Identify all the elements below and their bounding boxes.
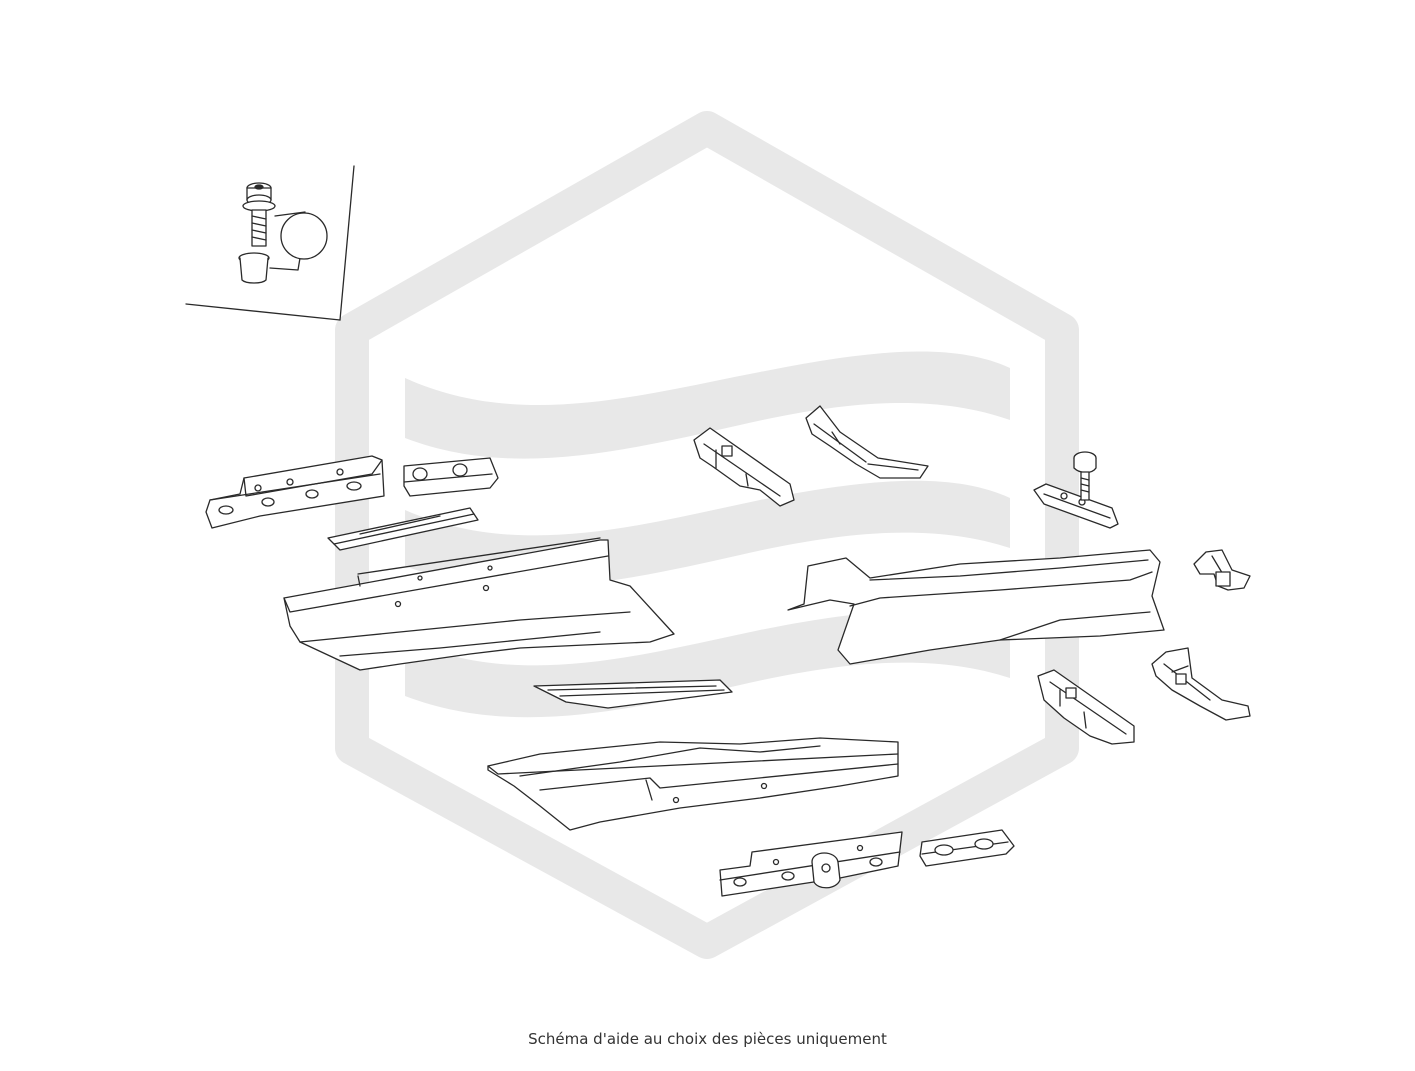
crossmember-bracket-left: [693, 427, 795, 507]
left-sill-bracket-short: [403, 457, 499, 497]
left-floor-panel: [283, 537, 675, 671]
inset-fastener-detail: [185, 165, 355, 321]
caption: Schéma d'aide au choix des pièces unique…: [528, 1030, 887, 1048]
crossmember-bracket-right: [805, 405, 929, 479]
left-sill-bracket-long: [205, 455, 385, 529]
rear-bracket-left: [1037, 669, 1135, 745]
right-sill-bracket-long: [719, 831, 903, 897]
rear-bracket-right: [1151, 647, 1251, 721]
small-clip-bracket: [1193, 549, 1251, 591]
watermark-logo: [335, 111, 1079, 959]
right-sill-bracket-short: [919, 829, 1015, 867]
right-floor-panel: [487, 737, 899, 831]
center-strip: [533, 679, 733, 709]
bolt-and-plate: [1033, 451, 1119, 529]
left-rail-strip: [327, 507, 479, 551]
rear-floor-pan: [787, 549, 1165, 665]
